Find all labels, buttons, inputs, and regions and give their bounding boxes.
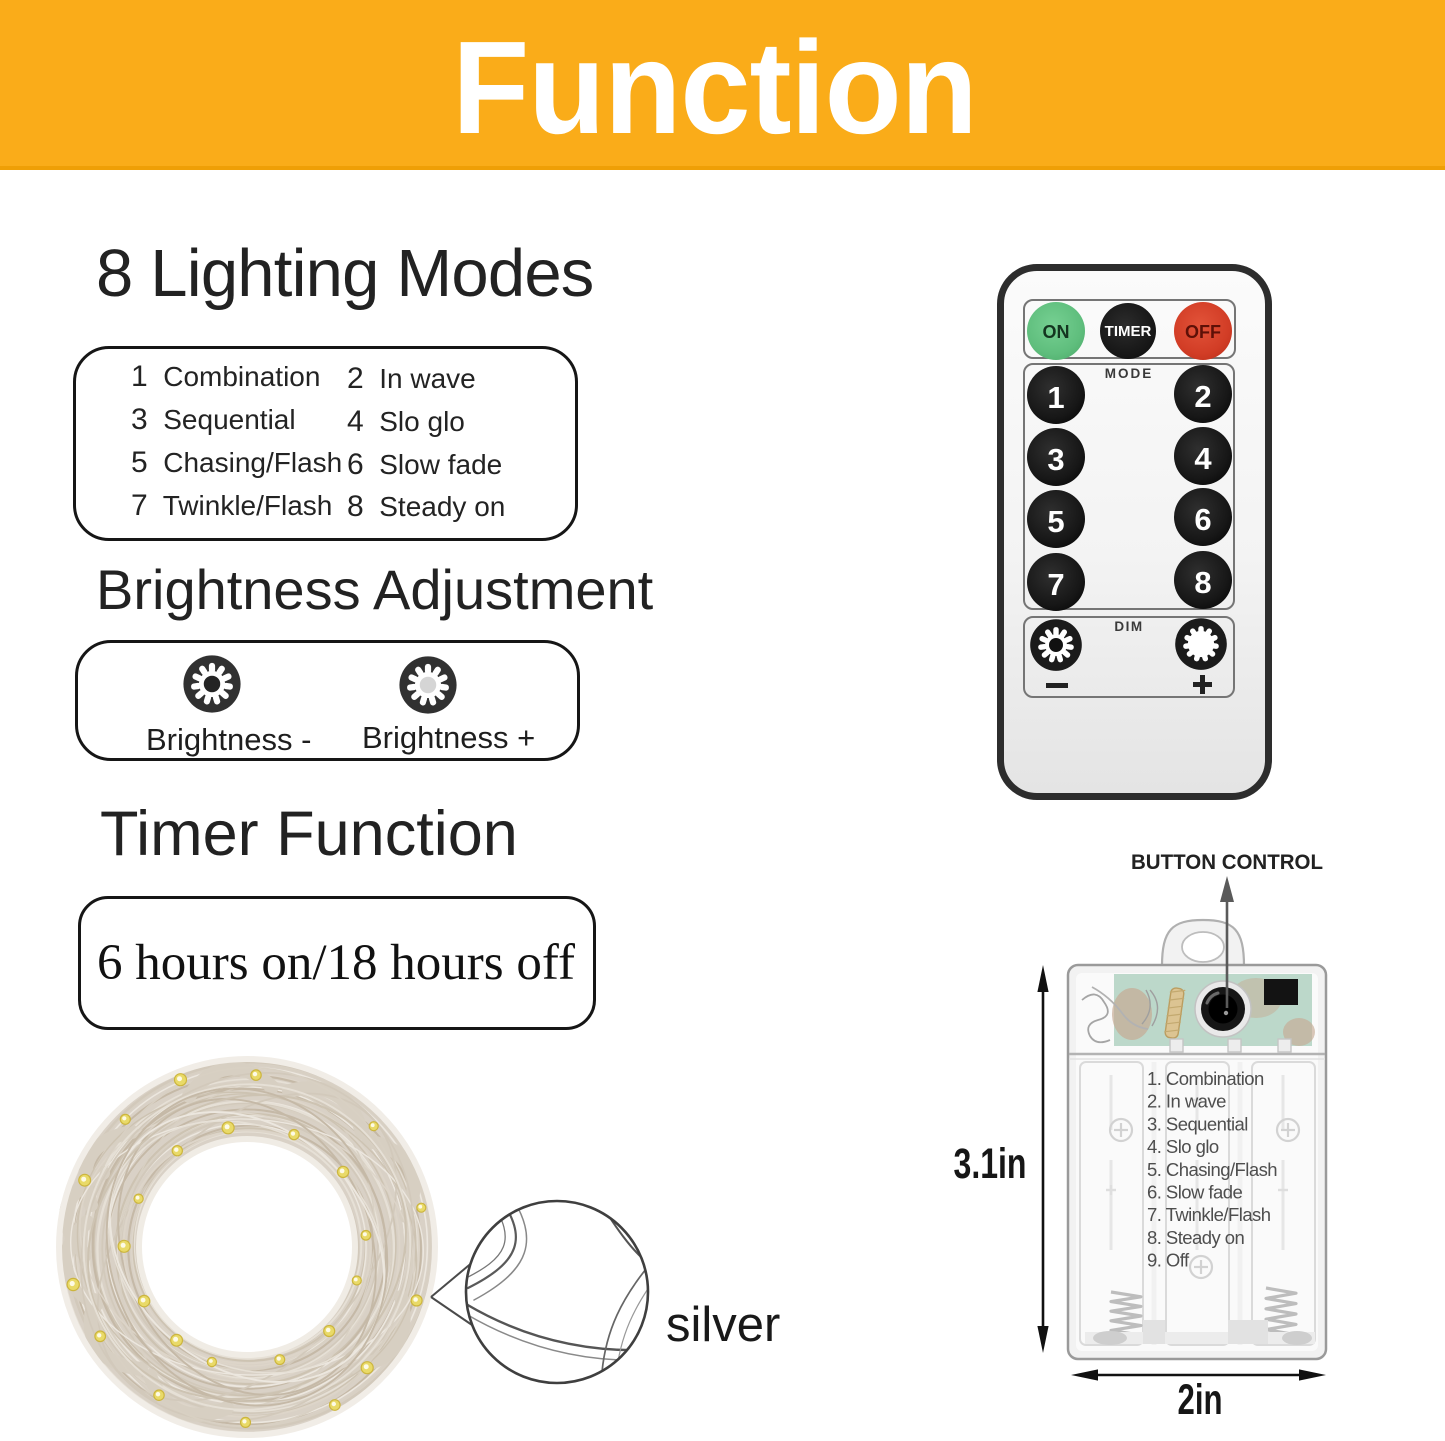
svg-text:6. Slow fade: 6. Slow fade [1147,1182,1242,1203]
svg-text:3.1in: 3.1in [954,1140,1027,1188]
svg-text:8. Steady on: 8. Steady on [1147,1227,1245,1248]
svg-text:9. Off: 9. Off [1147,1250,1190,1271]
svg-text:5. Chasing/Flash: 5. Chasing/Flash [1147,1159,1277,1180]
svg-text:BUTTON CONTROL: BUTTON CONTROL [1131,850,1323,874]
svg-text:silver: silver [666,1298,780,1352]
svg-text:2in: 2in [1178,1376,1223,1424]
svg-text:7. Twinkle/Flash: 7. Twinkle/Flash [1147,1204,1271,1225]
svg-text:4. Slo glo: 4. Slo glo [1147,1136,1219,1157]
svg-text:2. In wave: 2. In wave [1147,1091,1226,1112]
svg-text:3. Sequential: 3. Sequential [1147,1113,1248,1134]
svg-text:1. Combination: 1. Combination [1147,1068,1264,1089]
